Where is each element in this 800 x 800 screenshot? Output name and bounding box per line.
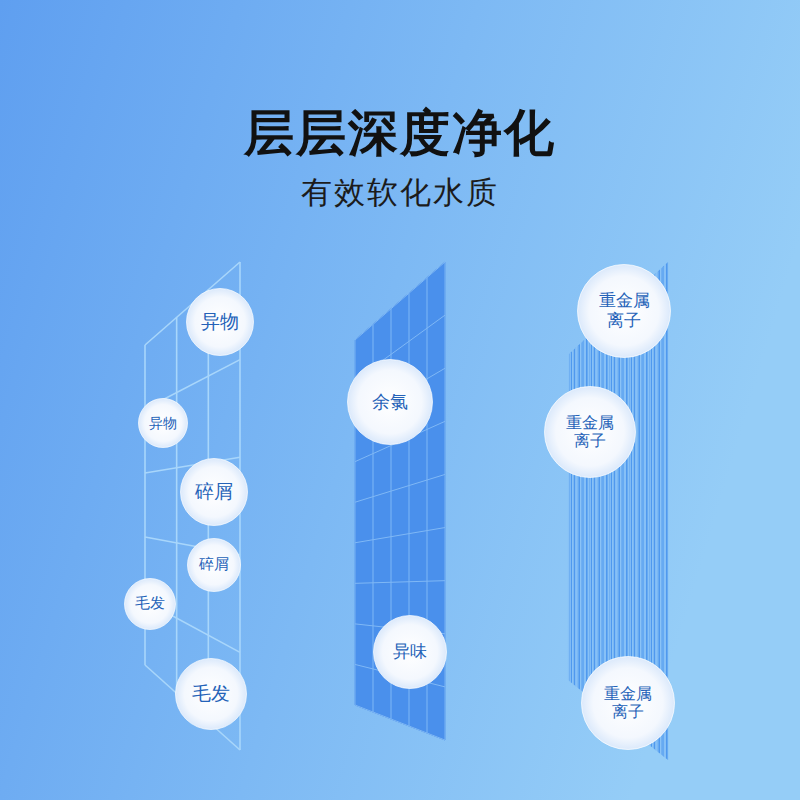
- contaminant-bubble: 重金属 离子: [544, 386, 636, 478]
- bubble-label: 余氯: [360, 392, 419, 413]
- contaminant-bubble: 异味: [373, 615, 447, 689]
- bubble-label: 重金属 离子: [602, 685, 655, 722]
- contaminant-bubble: 碎屑: [187, 538, 241, 592]
- contaminant-bubble: 异物: [186, 288, 254, 356]
- bubble-label: 重金属 离子: [596, 291, 652, 330]
- contaminant-bubble: 碎屑: [180, 458, 248, 526]
- contaminant-bubble: 毛发: [124, 578, 176, 630]
- contaminant-bubble: 异物: [138, 398, 188, 448]
- subtitle: 有效软化水质: [0, 172, 800, 214]
- bubble-label: 异物: [189, 311, 252, 333]
- bubble-label: 毛发: [125, 595, 175, 612]
- contaminant-bubble: 毛发: [175, 658, 247, 730]
- bubble-label: 碎屑: [189, 556, 239, 573]
- bubble-label: 碎屑: [183, 481, 246, 503]
- bubble-label: 毛发: [180, 683, 243, 705]
- bubble-label: 重金属 离子: [564, 414, 617, 451]
- title: 层层深度净化: [0, 100, 800, 167]
- bubble-label: 异味: [382, 642, 438, 662]
- contaminant-bubble: 重金属 离子: [581, 656, 675, 750]
- contaminant-bubble: 重金属 离子: [577, 264, 671, 358]
- bubble-label: 异物: [140, 415, 186, 431]
- contaminant-bubble: 余氯: [347, 359, 433, 445]
